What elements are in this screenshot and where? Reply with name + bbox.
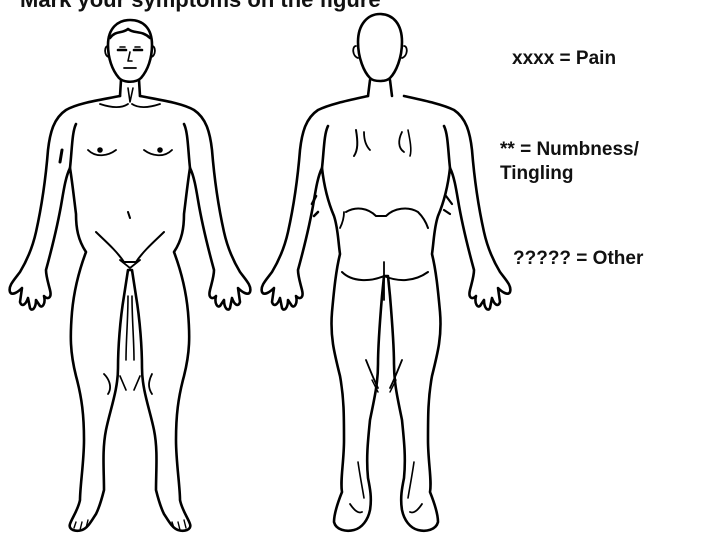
legend-numbness: ** = Numbness/ Tingling (500, 138, 639, 186)
body-diagram (0, 0, 520, 535)
legend-other: ????? = Other (513, 247, 643, 271)
front-body-figure (10, 20, 251, 531)
legend-numbness-line2: Tingling (500, 162, 639, 186)
legend-pain: xxxx = Pain (512, 47, 616, 71)
back-head (358, 14, 402, 81)
symptom-legend: xxxx = Pain ** = Numbness/ Tingling ????… (500, 0, 709, 535)
back-body-figure (262, 14, 511, 531)
back-body-outline (262, 96, 511, 531)
front-body-outline (10, 96, 251, 531)
legend-numbness-line1: ** = Numbness/ (500, 138, 639, 162)
